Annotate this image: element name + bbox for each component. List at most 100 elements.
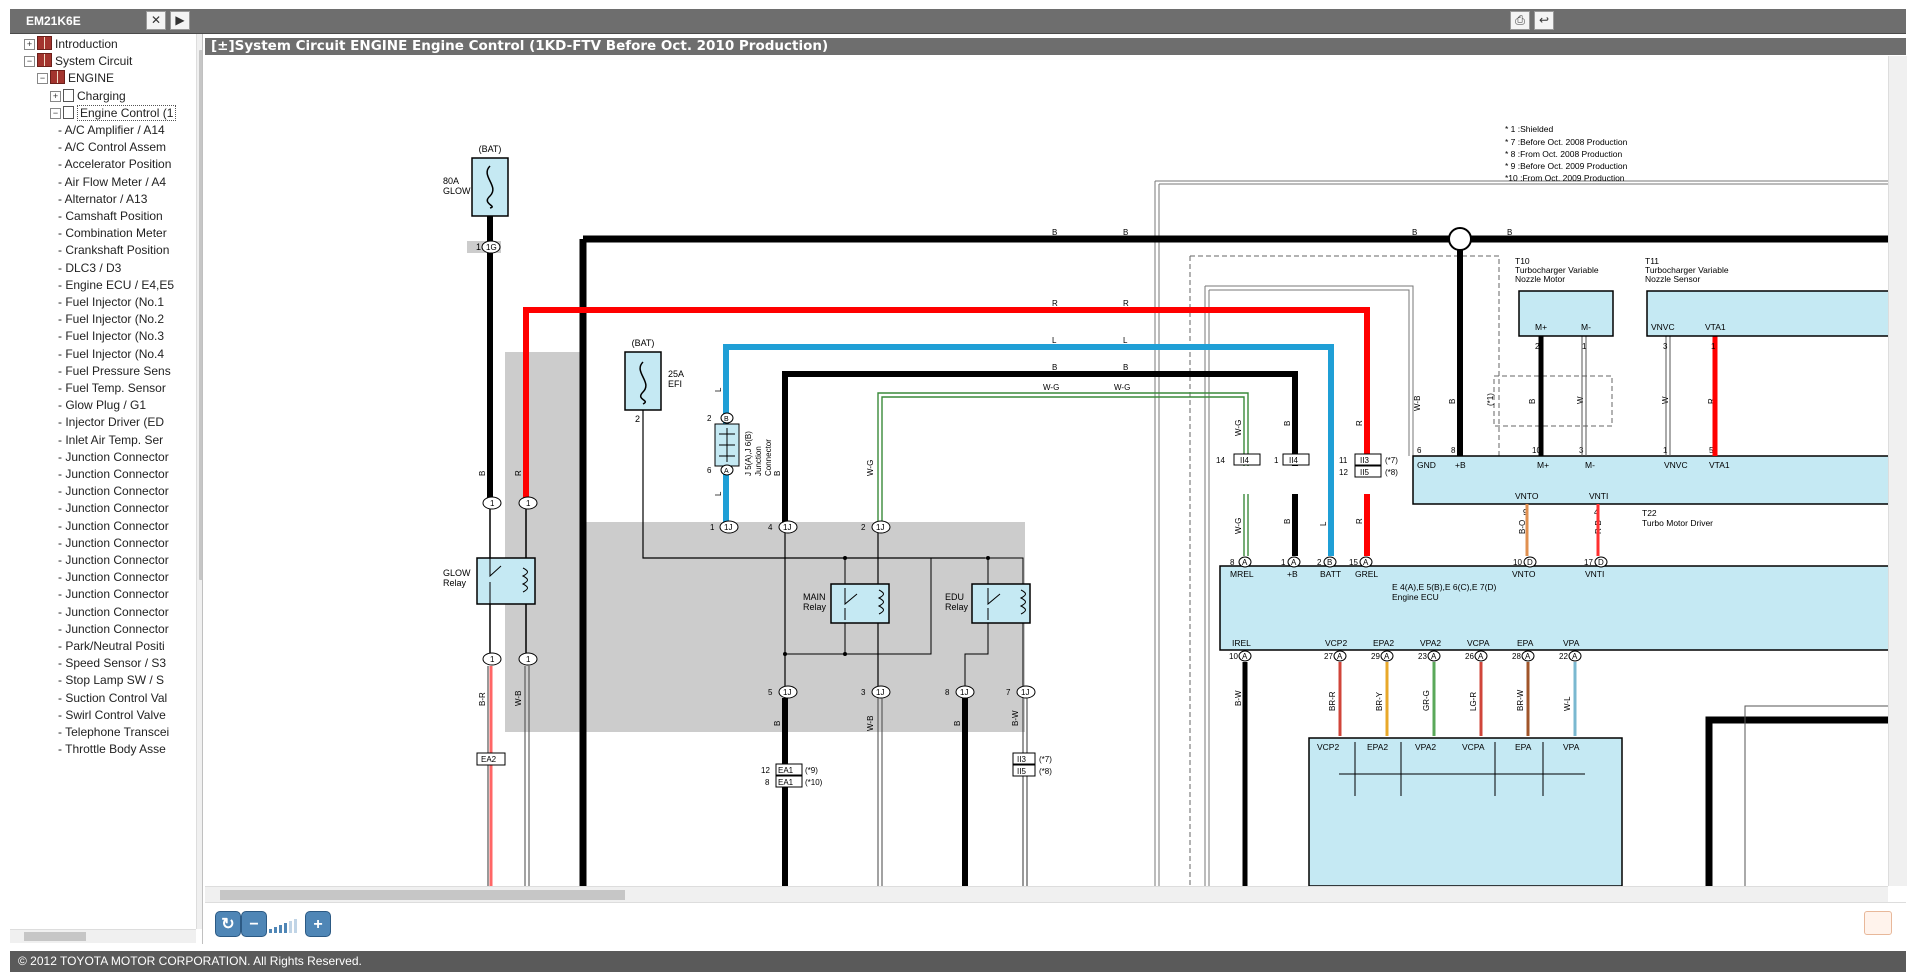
sidebar-item[interactable]: - Junction Connector [58,619,169,640]
sidebar-item[interactable]: −System Circuit [24,51,132,72]
footer-copyright: © 2012 TOYOTA MOTOR CORPORATION. All Rig… [10,951,1906,972]
comment-icon[interactable] [1864,911,1892,935]
svg-text:BATT: BATT [1320,569,1341,579]
zoom-in-icon[interactable]: + [305,911,331,937]
sidebar-item[interactable]: - Junction Connector [58,447,169,468]
svg-text:1: 1 [1582,342,1587,351]
sidebar-item[interactable]: - Fuel Injector (No.4 [58,344,164,365]
sidebar-item[interactable]: +Charging [50,86,126,107]
sidebar-item[interactable]: - Junction Connector [58,498,169,519]
svg-text:4: 4 [768,523,773,532]
svg-text:2: 2 [861,523,866,532]
sidebar-item-label: - A/C Control Assem [58,140,167,155]
svg-text:EA1: EA1 [778,766,794,775]
sidebar-item[interactable]: - Fuel Temp. Sensor [58,378,166,399]
svg-text:+B: +B [1287,569,1298,579]
collapse-icon[interactable]: − [24,56,35,68]
sidebar-item[interactable]: - Glow Plug / G1 [58,395,146,416]
svg-text:Junction: Junction [754,446,763,476]
sidebar-item[interactable]: - Swirl Control Valve [58,705,166,726]
print-button[interactable]: ⎙ [1510,11,1530,30]
sidebar-item-label: - Combination Meter [58,226,167,241]
sidebar-item[interactable]: - Suction Control Val [58,688,167,709]
sidebar-item[interactable]: - Engine ECU / E4,E5 [58,275,174,296]
sidebar-item[interactable]: - Junction Connector [58,584,169,605]
sidebar-item-label: - Park/Neutral Positi [58,639,165,653]
sidebar-item[interactable]: - DLC3 / D3 [58,258,121,279]
sidebar-item[interactable]: - Stop Lamp SW / S [58,670,164,691]
svg-text:II5: II5 [1017,767,1026,776]
sidebar-item[interactable]: - Junction Connector [58,550,169,571]
content-header: [±]System Circuit ENGINE Engine Control … [205,38,1906,55]
sidebar-item[interactable]: - Park/Neutral Positi [58,636,165,657]
sidebar-item[interactable]: - Air Flow Meter / A4 [58,172,166,193]
sidebar-item[interactable]: - Fuel Pressure Sens [58,361,171,382]
sidebar-item[interactable]: - Throttle Body Asse [58,739,166,760]
back-button[interactable]: ↩ [1534,11,1554,30]
svg-text:L: L [1319,521,1328,526]
diagram-horizontal-scrollbar[interactable] [205,886,1888,903]
sidebar-item[interactable]: - Inlet Air Temp. Ser [58,430,163,451]
svg-text:L: L [1052,336,1057,345]
reset-zoom-icon[interactable]: ↻ [215,911,241,937]
sidebar-horizontal-scrollbar[interactable] [10,929,196,943]
play-button[interactable]: ▶ [170,11,190,30]
sidebar-item[interactable]: - Crankshaft Position [58,240,169,261]
sidebar-item[interactable]: - Junction Connector [58,464,169,485]
sidebar-scroll-thumb[interactable] [199,50,202,580]
close-button[interactable]: ✕ [146,11,166,30]
sidebar-item[interactable]: - Accelerator Position [58,154,171,175]
svg-text:GND: GND [1417,460,1436,470]
sidebar-item[interactable]: - Alternator / A13 [58,189,147,210]
zoom-out-icon[interactable]: − [241,911,267,937]
expand-icon[interactable]: + [50,90,61,102]
sidebar-item[interactable]: - Fuel Injector (No.1 [58,292,164,313]
svg-text:W-B: W-B [514,691,523,706]
sidebar-item[interactable]: - Junction Connector [58,567,169,588]
sidebar-item-label: - Fuel Pressure Sens [58,363,171,378]
svg-text:1J: 1J [1021,688,1029,697]
svg-text:W-B: W-B [1413,396,1422,411]
sidebar-item-label: - Fuel Injector (No.4 [58,346,165,361]
svg-text:D: D [1527,558,1533,567]
sidebar-item[interactable]: - Junction Connector [58,602,169,623]
svg-text:D: D [1598,558,1604,567]
sidebar-item[interactable]: - A/C Amplifier / A14 [58,120,165,141]
sidebar-item[interactable]: - Speed Sensor / S3 [58,653,166,674]
svg-text:W-G: W-G [1114,383,1130,392]
svg-text:IREL: IREL [1232,638,1251,648]
sidebar-item[interactable]: - Injector Driver (ED [58,412,164,433]
sidebar-item[interactable]: +Introduction [24,34,118,55]
diagram-hscroll-thumb[interactable] [220,890,625,900]
sidebar-item[interactable]: - Combination Meter [58,223,167,244]
sidebar-item[interactable]: - Junction Connector [58,481,169,502]
svg-text:B: B [1528,399,1537,404]
collapse-icon[interactable]: − [50,107,61,119]
sidebar-item-label: - Air Flow Meter / A4 [58,174,167,189]
sidebar-item-label: - Junction Connector [58,535,169,550]
sidebar-item[interactable]: −ENGINE [37,68,114,89]
sidebar-item[interactable]: - Fuel Injector (No.2 [58,309,164,330]
sidebar-item[interactable]: −Engine Control (1 [50,103,177,124]
sidebar-item[interactable]: - Junction Connector [58,516,169,537]
svg-text:+B: +B [1455,460,1466,470]
svg-text:1: 1 [1711,342,1716,351]
collapse-icon[interactable]: − [37,73,48,85]
expand-icon[interactable]: + [24,39,35,50]
svg-text:VPA2: VPA2 [1415,742,1436,752]
sidebar-vertical-scrollbar[interactable] [196,34,202,929]
svg-text:23: 23 [1418,652,1427,661]
svg-text:Connector: Connector [764,439,773,476]
sidebar-item[interactable]: - Telephone Transcei [58,722,169,743]
sidebar-item[interactable]: - Camshaft Position [58,206,163,227]
zoom-level-indicator[interactable] [269,915,303,933]
diagram-vertical-scrollbar[interactable] [1888,56,1907,886]
document-icon [63,105,74,119]
svg-text:L: L [1123,336,1128,345]
sidebar-hscroll-thumb[interactable] [24,932,86,941]
svg-text:B-R: B-R [478,692,487,706]
sidebar-item[interactable]: - Junction Connector [58,533,169,554]
sidebar-item[interactable]: - A/C Control Assem [58,137,166,158]
svg-text:B: B [1123,228,1128,237]
sidebar-item[interactable]: - Fuel Injector (No.3 [58,326,164,347]
